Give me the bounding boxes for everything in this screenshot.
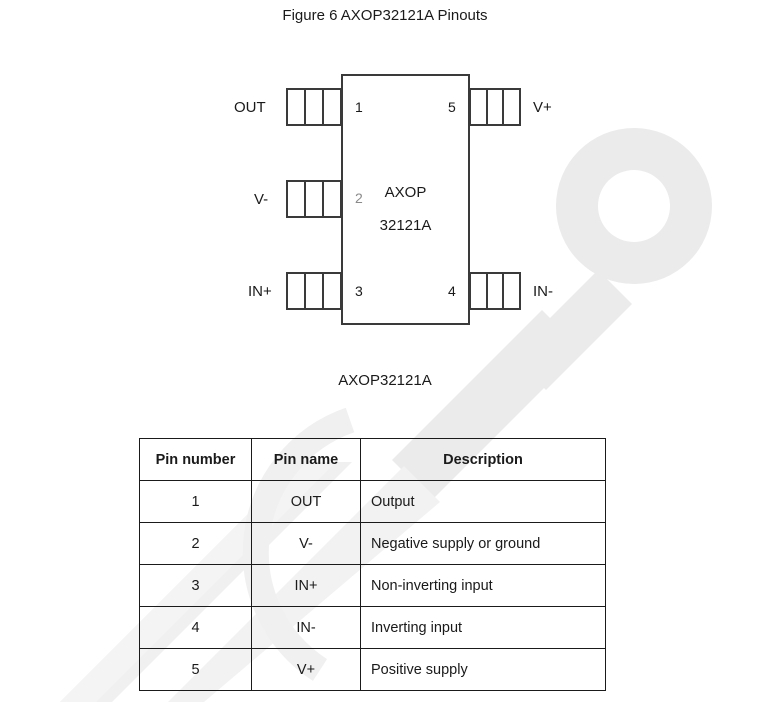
- column-header-pin-number: Pin number: [139, 438, 252, 481]
- lead-pin-2: [286, 180, 342, 218]
- column-header-pin-name: Pin name: [251, 438, 361, 481]
- pin-label-v-negative: V-: [254, 191, 269, 208]
- cell-pin-name: V-: [251, 522, 361, 565]
- cell-pin-number: 2: [139, 522, 252, 565]
- lead-segment: [488, 90, 505, 124]
- cell-description: Inverting input: [360, 606, 606, 649]
- package-marking-line1: AXOP: [384, 184, 427, 201]
- column-header-description: Description: [360, 438, 606, 481]
- lead-segment: [306, 274, 324, 308]
- cell-pin-name: V+: [251, 648, 361, 691]
- lead-segment: [324, 274, 340, 308]
- figure-title: Figure 6 AXOP32121A Pinouts: [282, 7, 488, 24]
- device-caption: AXOP32121A: [338, 372, 432, 389]
- lead-pin-4: [469, 272, 521, 310]
- lead-segment: [306, 90, 324, 124]
- lead-segment: [504, 90, 519, 124]
- cell-pin-number: 3: [139, 564, 252, 607]
- cell-pin-number: 4: [139, 606, 252, 649]
- pin-label-in-negative: IN-: [533, 283, 553, 300]
- pinout-diagram: AXOP 32121A 1 2 3 4 5 OUT V- IN+ IN- V+: [234, 74, 553, 325]
- pin-number-1: 1: [355, 99, 363, 115]
- lead-segment: [324, 90, 340, 124]
- cell-pin-number: 1: [139, 480, 252, 523]
- cell-pin-name: IN-: [251, 606, 361, 649]
- lead-segment: [288, 90, 306, 124]
- lead-pin-3: [286, 272, 342, 310]
- lead-pin-5: [469, 88, 521, 126]
- lead-segment: [288, 274, 306, 308]
- cell-description: Non-inverting input: [360, 564, 606, 607]
- cell-description: Positive supply: [360, 648, 606, 691]
- pin-number-4: 4: [448, 283, 456, 299]
- lead-segment: [306, 182, 324, 216]
- cell-description: Output: [360, 480, 606, 523]
- lead-segment: [471, 274, 488, 308]
- pin-label-out: OUT: [234, 99, 266, 116]
- cell-description: Negative supply or ground: [360, 522, 606, 565]
- lead-segment: [288, 182, 306, 216]
- pin-number-2: 2: [355, 190, 363, 206]
- lead-segment: [471, 90, 488, 124]
- cell-pin-name: IN+: [251, 564, 361, 607]
- cell-pin-number: 5: [139, 648, 252, 691]
- pin-number-5: 5: [448, 99, 456, 115]
- table-header-row: Pin number Pin name Description: [139, 438, 606, 481]
- lead-segment: [504, 274, 519, 308]
- pin-label-in-positive: IN+: [248, 283, 272, 300]
- package-marking-line2: 32121A: [379, 217, 432, 234]
- cell-pin-name: OUT: [251, 480, 361, 523]
- lead-segment: [488, 274, 505, 308]
- pin-label-v-positive: V+: [533, 99, 552, 116]
- lead-segment: [324, 182, 340, 216]
- pin-number-3: 3: [355, 283, 363, 299]
- lead-pin-1: [286, 88, 342, 126]
